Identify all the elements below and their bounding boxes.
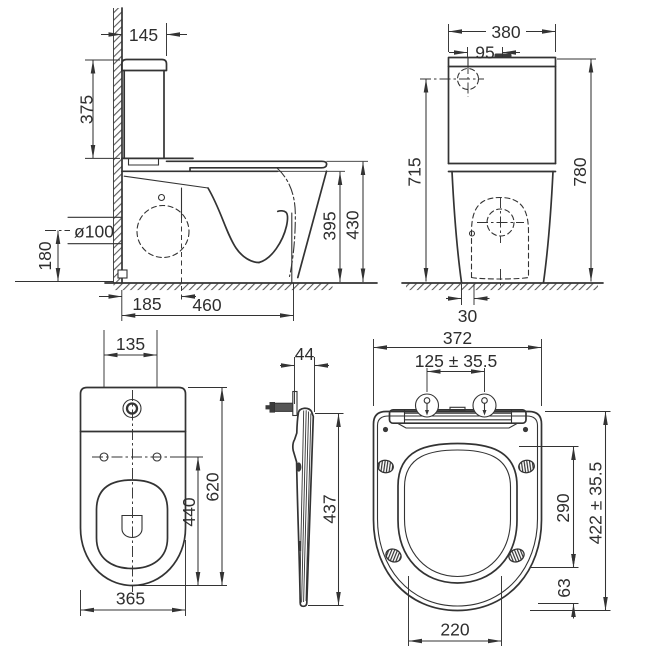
cistern-lid — [120, 58, 168, 72]
seat-top-outline — [372, 410, 543, 612]
hinge-bolt-shaft — [274, 402, 294, 412]
seat-dot-left — [382, 426, 389, 433]
dim-label-hinge-spacing: 125 ± 35.5 — [415, 351, 498, 371]
seat-top-view: 372 125 ± 35.5 290 63 422 ± 35.5 220 — [372, 328, 611, 646]
hinge-bracket — [395, 422, 520, 429]
dim-label-outlet-offset: 185 — [132, 294, 161, 314]
hidden-back-contour — [276, 167, 296, 278]
hinge-pin-right — [481, 397, 488, 416]
dim-label-outlet-diameter: ø100 — [74, 222, 114, 242]
dim-label-total-length: 620 — [203, 472, 223, 501]
seat-ring-inner — [403, 449, 512, 578]
dim-label-seat-thickness: 44 — [295, 344, 315, 364]
floor-hatch-side — [113, 283, 333, 291]
seat-ring-outer — [397, 442, 518, 584]
hinge-bolt-tip — [265, 405, 270, 410]
dim-label-seat-length-side: 437 — [320, 494, 340, 523]
trap-outlet-dashed-circle — [136, 204, 190, 259]
dim-label-cistern-height: 375 — [77, 95, 97, 124]
side-fixing-hole — [157, 193, 166, 202]
seat-dot-right — [522, 426, 529, 433]
toilet-side-view: 145 375 ø100 180 185 460 395 430 — [15, 7, 378, 321]
wall-hatch — [113, 8, 122, 283]
floor-hatch-front — [406, 283, 598, 291]
trap-curve-front — [258, 209, 289, 264]
drain-shield — [121, 514, 143, 539]
cistern-front-sides — [447, 65, 557, 165]
dim-label-width-front: 380 — [491, 22, 520, 42]
hinge-bolt-head — [269, 402, 275, 413]
seat-bumpers — [377, 459, 535, 563]
trap-curve-back — [207, 187, 260, 264]
seat-side-view: 44 437 — [265, 344, 344, 608]
dim-label-cistern-depth: 145 — [129, 25, 158, 45]
seat-top-inner-outline — [376, 415, 539, 607]
toilet-front-view: 380 95 715 780 30 — [401, 22, 604, 326]
front-fixing-hole — [468, 230, 476, 237]
dim-label-bowl-length: 440 — [179, 497, 199, 526]
dim-label-outlet-height: 180 — [35, 241, 55, 270]
wall-base-block — [117, 269, 128, 279]
flush-button-top-inner — [125, 402, 139, 415]
bowl-right-edge — [542, 170, 554, 284]
bowl-left-edge — [451, 170, 463, 284]
dim-label-width-top: 365 — [116, 589, 145, 609]
seat-profile-outline — [291, 407, 315, 608]
dim-label-total-height: 780 — [570, 157, 590, 186]
dim-label-seat-total-length: 422 ± 35.5 — [586, 462, 606, 545]
dim-label-shelf-height: 715 — [405, 157, 425, 186]
hinge-pin-left — [423, 397, 431, 416]
bowl-dashed-outline — [470, 196, 530, 280]
seat-damper — [296, 462, 302, 472]
seat-bumper-mark — [299, 541, 302, 551]
flush-base — [127, 157, 160, 166]
dim-label-ring-length: 290 — [553, 493, 573, 522]
dim-label-front-width: 220 — [440, 620, 469, 640]
dim-label-seat-height: 430 — [343, 210, 363, 239]
dim-label-rim-height: 395 — [320, 211, 340, 240]
dim-label-inlet-offset: 95 — [475, 43, 494, 63]
dim-label-front-gap: 63 — [554, 578, 574, 597]
cistern-lid-front — [447, 56, 557, 68]
dim-label-seat-width: 372 — [443, 328, 472, 348]
toilet-top-view: 135 620 440 365 — [79, 330, 227, 616]
flush-button-top-outer — [122, 398, 142, 419]
bowl-rim-top — [95, 479, 169, 570]
dim-label-hole-spacing: 135 — [116, 334, 145, 354]
dim-label-total-depth: 460 — [192, 295, 221, 315]
cistern-body — [120, 69, 194, 160]
dim-label-foot-offset: 30 — [458, 306, 478, 326]
seat-slab-profile — [165, 160, 328, 173]
